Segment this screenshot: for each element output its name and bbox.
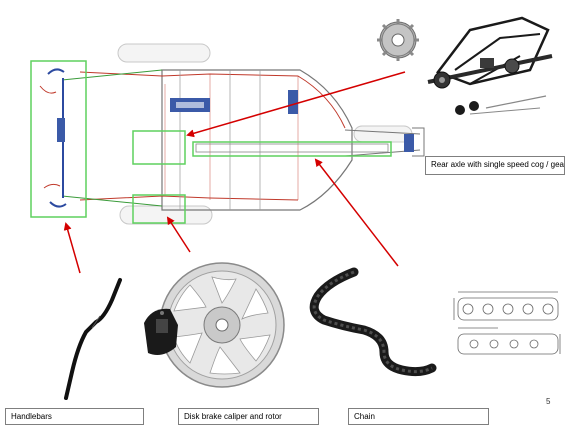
arrow-disk-brake [166,216,191,253]
disk-brake-photo [144,262,285,388]
rear-axle-hub [404,134,414,152]
frame-cross-members [179,70,261,210]
steering-clamp [57,118,65,142]
chain-technical-drawing [453,291,561,355]
highlight-axle-mount [132,130,186,165]
seat-block-label [176,102,204,108]
highlight-boxes [30,60,392,224]
label-handlebars: Handlebars [5,408,144,425]
front-wheel-bottom [119,205,213,225]
steering-links [39,85,61,189]
rear-wheel [353,125,413,143]
chain-photo [309,267,437,377]
frame-green-tubes [61,69,163,207]
highlight-chain [192,141,392,157]
arrow-rear-axle [186,71,406,138]
highlight-brake-mount [132,194,186,224]
label-chain: Chain [348,408,489,425]
arrow-handlebars [63,222,81,274]
sprocket-photo [377,19,419,61]
trike-frame-diagram [39,43,425,225]
arrow-chain [314,158,399,267]
front-wheel-top [117,43,211,63]
page-number: 5 [546,397,551,406]
handlebars-photo [64,278,122,400]
chain-line [195,143,389,153]
highlight-handlebars [30,60,87,218]
rear-axle-assembly-photo [427,16,553,115]
frame-red-tubes [79,71,346,201]
frame-outline [161,69,353,211]
callout-arrows [63,71,406,274]
label-disk-brake: Disk brake caliper and rotor [178,408,319,425]
label-rear-axle: Rear axle with single speed cog / gear [425,156,565,175]
rear-block [288,90,298,114]
